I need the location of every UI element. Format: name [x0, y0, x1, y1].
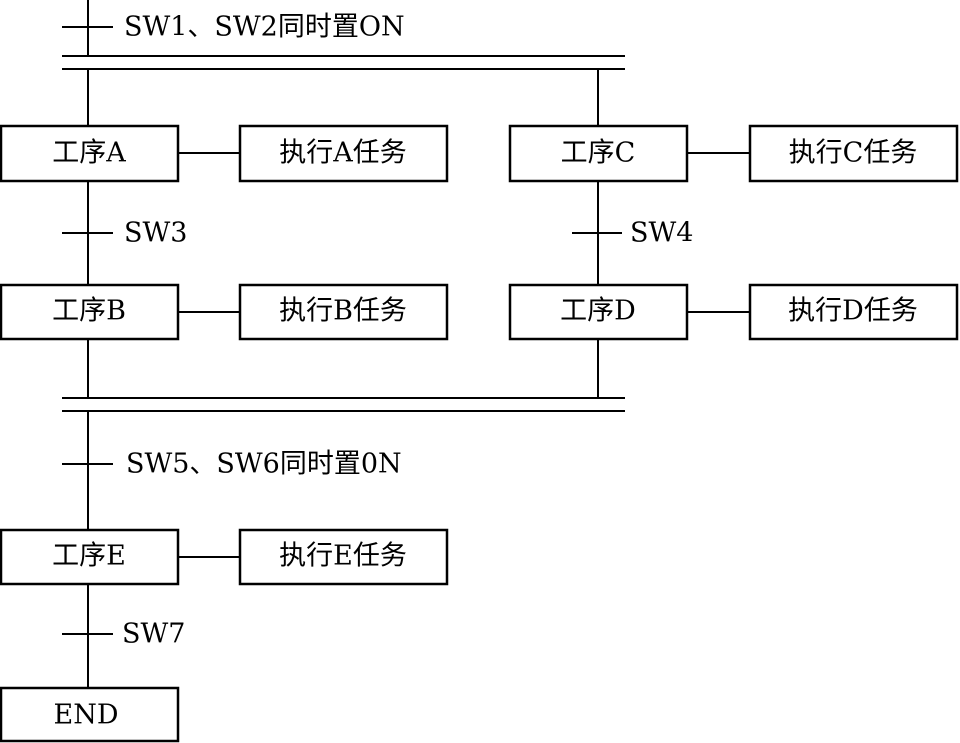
action-a-label: 执行A任务	[279, 138, 407, 169]
action-e: 执行E任务	[238, 528, 449, 586]
transition-label-sw3: SW3	[124, 218, 187, 249]
action-d: 执行D任务	[748, 283, 959, 341]
transition-label-sw5-sw6: SW5、SW6同时置0N	[126, 449, 402, 480]
step-d-label: 工序D	[560, 296, 636, 327]
step-e: 工序E	[0, 528, 180, 586]
step-a-label: 工序A	[52, 138, 126, 169]
step-c-label: 工序C	[561, 138, 636, 169]
action-d-label: 执行D任务	[788, 296, 918, 327]
action-c-label: 执行C任务	[789, 138, 918, 169]
step-b: 工序B	[0, 283, 180, 341]
step-end: END	[0, 686, 180, 743]
step-c: 工序C	[508, 124, 689, 183]
action-c: 执行C任务	[748, 124, 959, 183]
step-a: 工序A	[0, 124, 180, 183]
step-end-label: END	[54, 700, 119, 731]
step-b-label: 工序B	[52, 296, 126, 327]
action-b-label: 执行B任务	[279, 296, 407, 327]
action-b: 执行B任务	[238, 283, 449, 341]
transition-label-sw7: SW7	[122, 619, 185, 650]
step-d: 工序D	[508, 283, 689, 341]
transition-label-sw1-sw2: SW1、SW2同时置ON	[124, 12, 405, 43]
action-a: 执行A任务	[238, 124, 449, 183]
transition-label-sw4: SW4	[630, 218, 693, 249]
step-e-label: 工序E	[52, 541, 126, 572]
action-e-label: 执行E任务	[279, 541, 407, 572]
